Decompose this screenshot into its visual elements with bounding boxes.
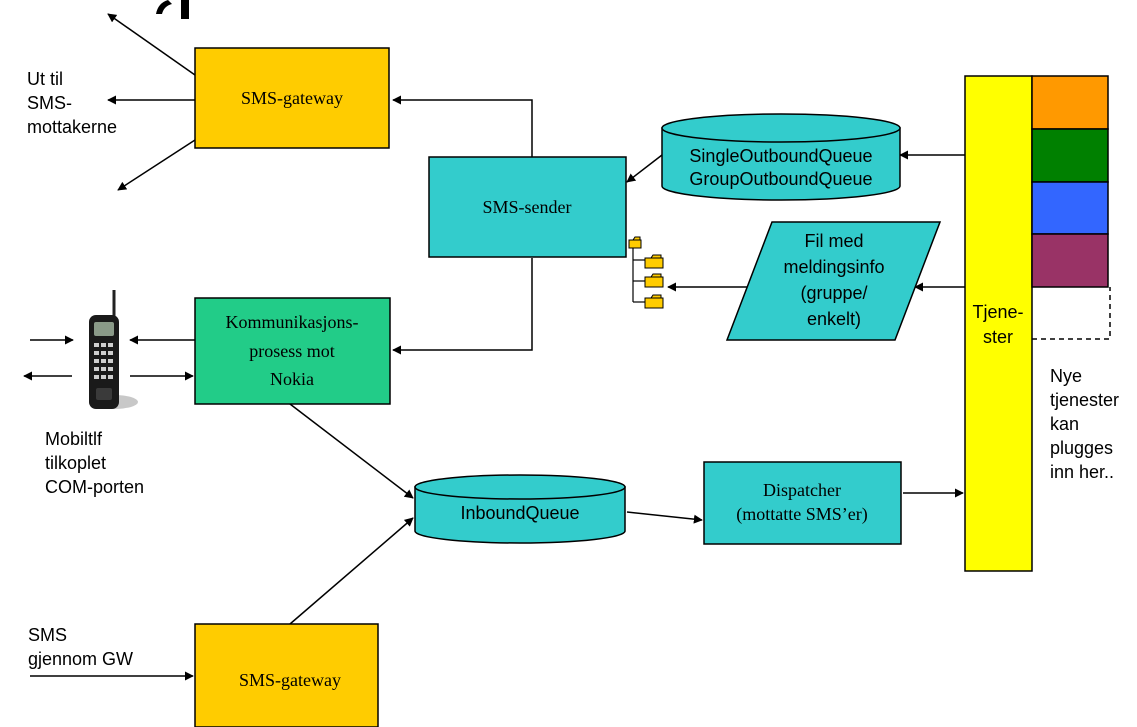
- service-block-blue: [1031, 181, 1109, 235]
- kommunikasjon-line-2: prosess mot: [249, 341, 335, 361]
- header-fragment: [156, 0, 189, 19]
- dispatcher: Dispatcher (mottatte SMS’er): [703, 461, 902, 545]
- folder-tree-icon: [628, 236, 664, 309]
- outbound-queue-cylinder: SingleOutboundQueue GroupOutboundQueue: [661, 113, 901, 201]
- service-block-green: [1031, 128, 1109, 183]
- arrow-gateway-to-inbound: [289, 517, 414, 625]
- sms-sender: SMS-sender: [428, 156, 627, 258]
- arrow-gateway-to-recipients-1: [107, 13, 196, 76]
- sms-gw-line-2: gjennom GW: [28, 649, 133, 669]
- inbound-queue-cylinder: InboundQueue: [414, 474, 626, 544]
- nye-line-3: kan: [1050, 414, 1079, 434]
- label-mobiltlf: Mobiltlf tilkoplet COM-porten: [45, 429, 144, 497]
- label-nye-tjenester: Nye tjenester kan plugges inn her..: [1050, 366, 1119, 482]
- arrow-sender-to-gateway: [392, 95, 533, 157]
- service-block-orange: [1031, 75, 1109, 130]
- arrow-queue-to-sender: [626, 154, 663, 183]
- single-outbound-queue-label: SingleOutboundQueue: [689, 146, 872, 166]
- connectors: [23, 13, 965, 681]
- arrow-kommunikasjon-to-inbound: [289, 403, 414, 499]
- ut-til-line-1: Ut til: [27, 69, 63, 89]
- dispatcher-line-2: (mottatte SMS’er): [736, 504, 867, 525]
- service-blocks: [1031, 75, 1111, 340]
- ut-til-line-3: mottakerne: [27, 117, 117, 137]
- service-block-purple: [1031, 233, 1109, 288]
- sms-gateway-bottom-label: SMS-gateway: [239, 670, 341, 690]
- fil-line-3: (gruppe/: [800, 283, 867, 303]
- mobil-line-1: Mobiltlf: [45, 429, 103, 449]
- kommunikasjon-line-3: Nokia: [270, 369, 314, 389]
- mobile-phone-icon: [89, 290, 138, 409]
- mobil-line-2: tilkoplet: [45, 453, 106, 473]
- fil-line-4: enkelt): [807, 309, 861, 329]
- nye-line-5: inn her..: [1050, 462, 1114, 482]
- group-outbound-queue-label: GroupOutboundQueue: [689, 169, 872, 189]
- kommunikasjon-line-1: Kommunikasjons-: [226, 312, 359, 332]
- arrow-inbound-to-dispatcher: [626, 511, 703, 524]
- label-sms-gjennom-gw: SMS gjennom GW: [28, 625, 133, 669]
- inbound-queue-label: InboundQueue: [460, 503, 579, 523]
- nye-line-1: Nye: [1050, 366, 1082, 386]
- sms-gateway-top: SMS-gateway: [194, 47, 390, 149]
- arrow-sender-to-kommunikasjon: [392, 258, 533, 355]
- tjenester-line-2: ster: [983, 327, 1013, 347]
- dispatcher-line-1: Dispatcher: [763, 480, 841, 500]
- ut-til-line-2: SMS-: [27, 93, 72, 113]
- nye-line-2: tjenester: [1050, 390, 1119, 410]
- service-block-placeholder: [1032, 287, 1111, 340]
- label-ut-til-mottakerne: Ut til SMS- mottakerne: [27, 69, 117, 137]
- fil-line-1: Fil med: [804, 231, 863, 251]
- tjenester-column: Tjene- ster: [964, 75, 1033, 572]
- tjenester-line-1: Tjene-: [972, 302, 1023, 322]
- sms-gateway-bottom: SMS-gateway: [194, 623, 379, 727]
- fil-meldingsinfo: Fil med meldingsinfo (gruppe/ enkelt): [725, 221, 942, 341]
- arrow-gateway-to-recipients-3: [117, 139, 196, 191]
- sms-sender-label: SMS-sender: [483, 197, 572, 217]
- fil-line-2: meldingsinfo: [783, 257, 884, 277]
- sms-gw-line-1: SMS: [28, 625, 67, 645]
- nye-line-4: plugges: [1050, 438, 1113, 458]
- sms-gateway-top-label: SMS-gateway: [241, 88, 343, 108]
- mobil-line-3: COM-porten: [45, 477, 144, 497]
- kommunikasjonsprosess: Kommunikasjons- prosess mot Nokia: [194, 297, 391, 405]
